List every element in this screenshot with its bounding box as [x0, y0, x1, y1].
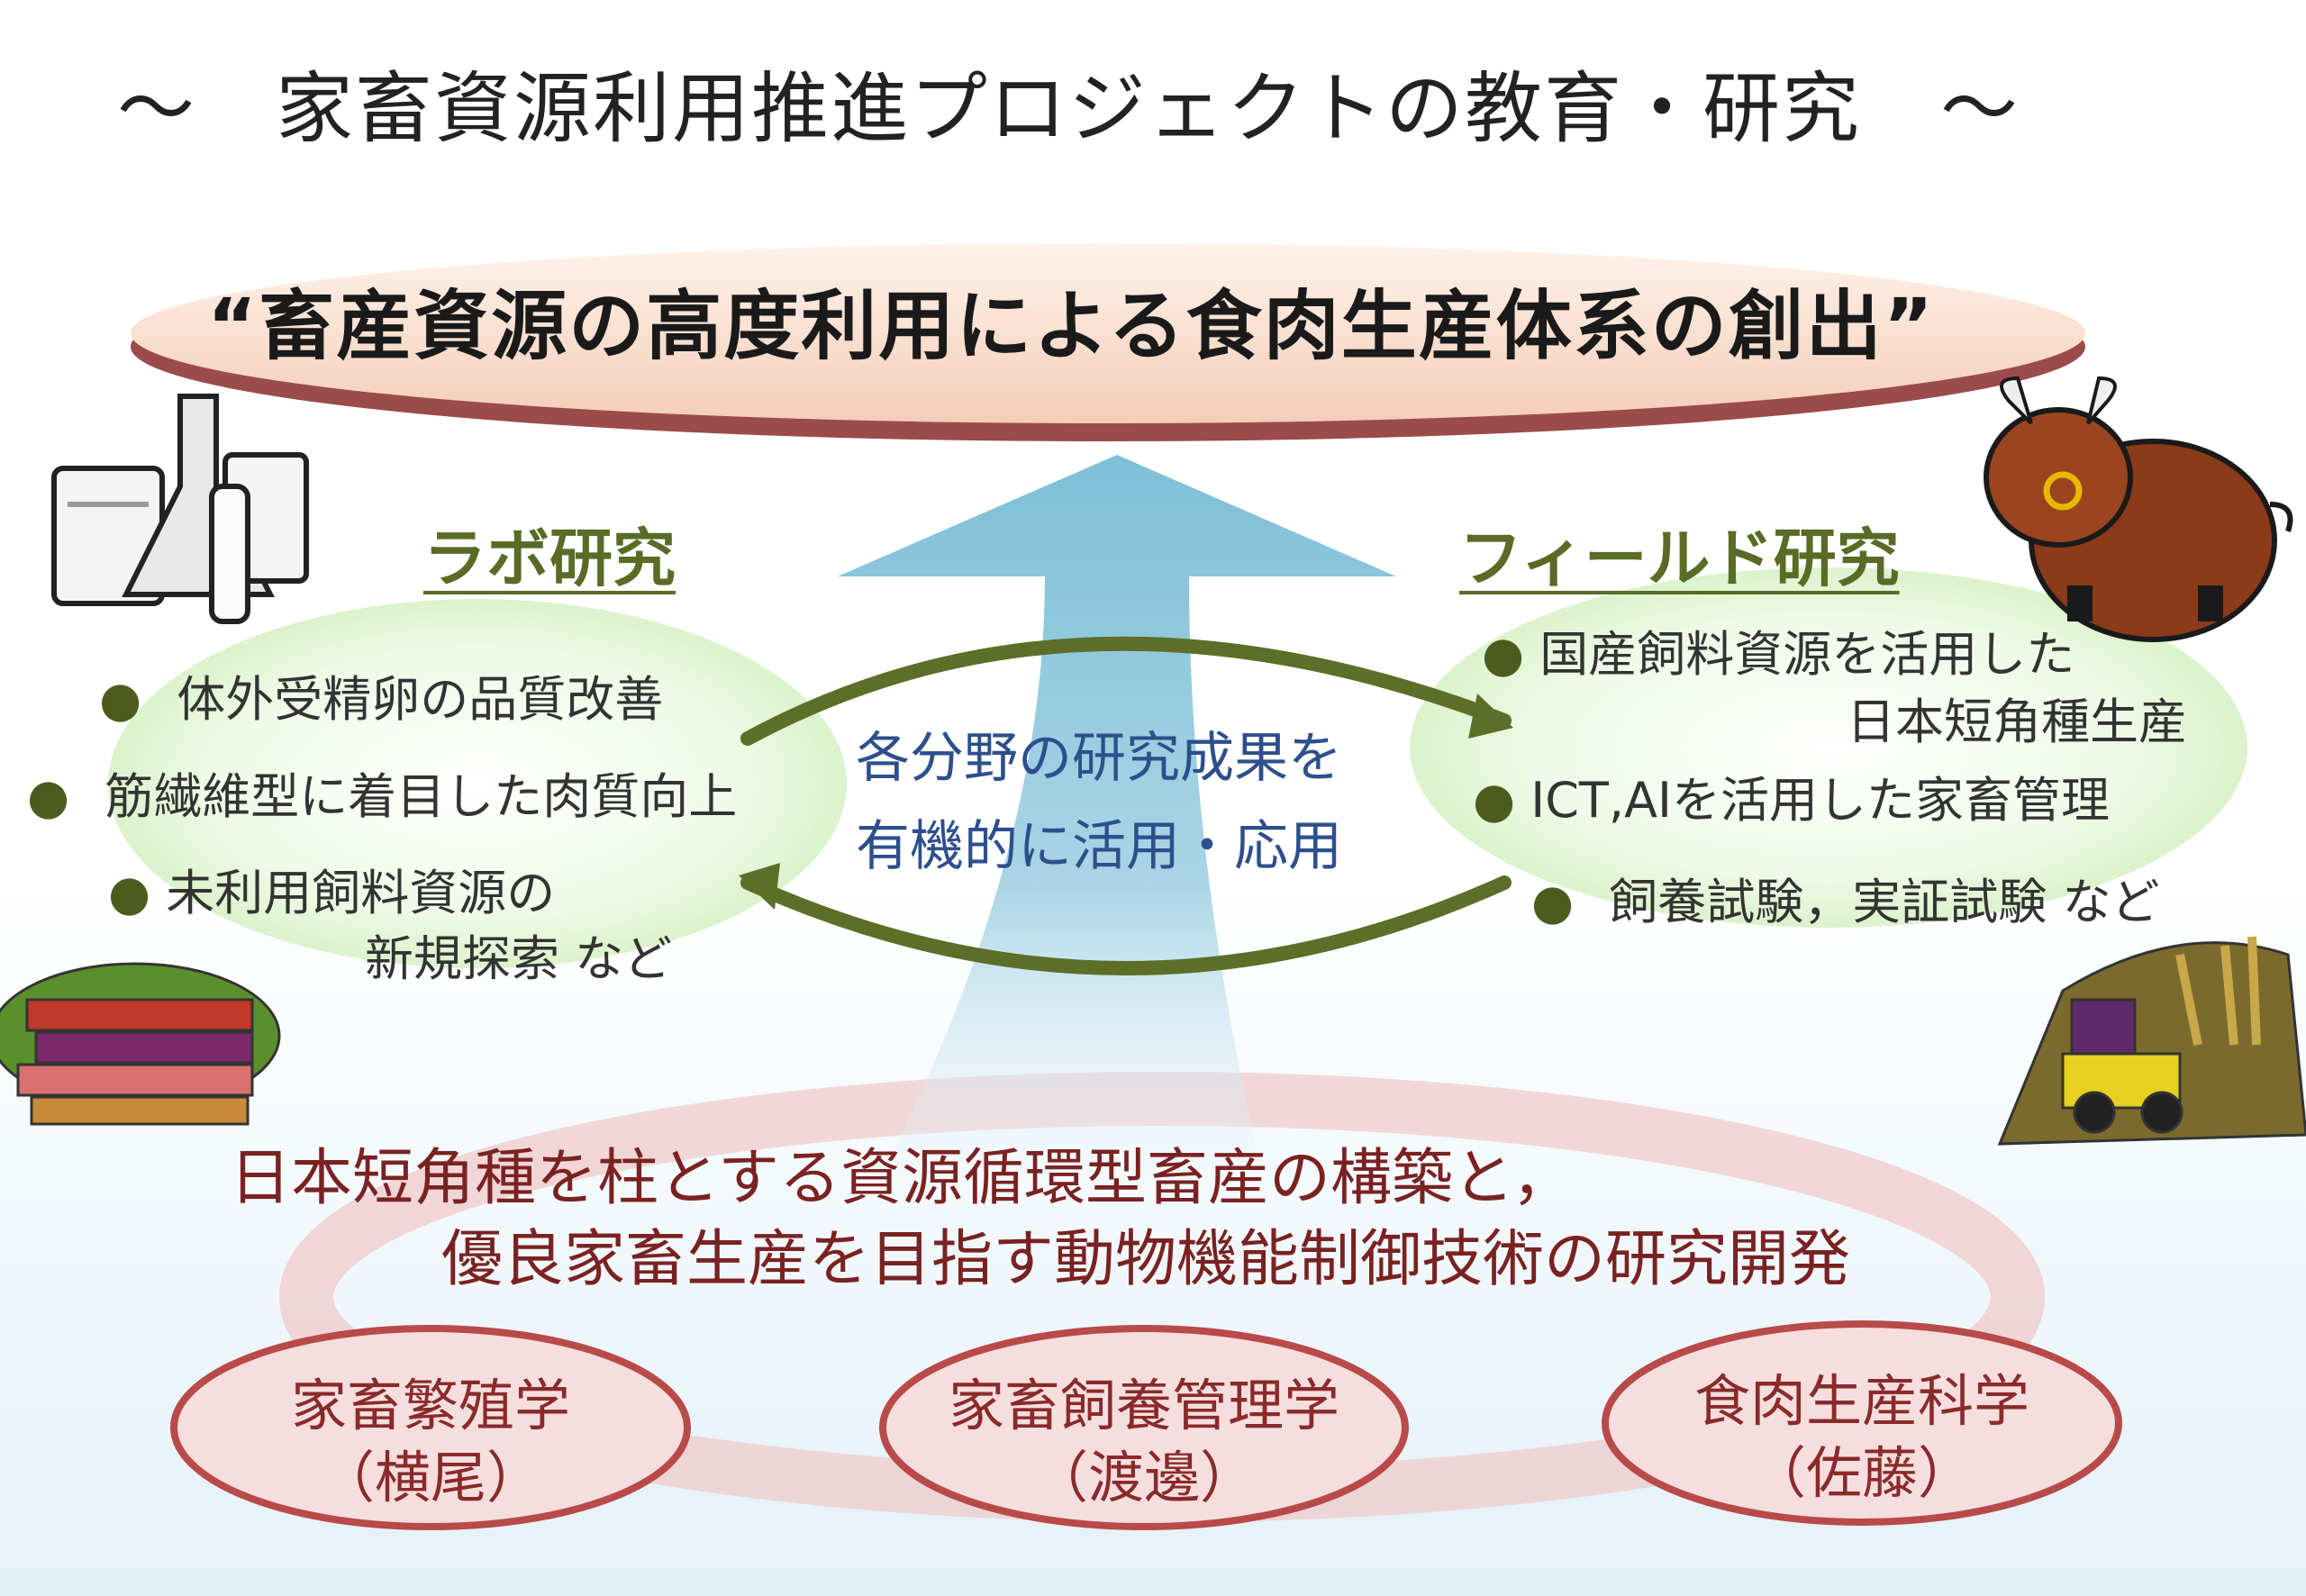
- lab-item-3-text: 未利用飼料資源の: [166, 865, 556, 921]
- field-item-2: ● ICT,AIを活用した家畜管理: [1473, 776, 2110, 825]
- lab-research-label: ラボ研究: [423, 521, 676, 595]
- field-3-person: （佐藤）: [1749, 1440, 1974, 1506]
- field-item-1-cont: 日本短角種生産: [1847, 694, 2187, 750]
- cow-icon: [1984, 376, 2293, 642]
- field-2-name: 家畜飼養管理学: [948, 1373, 1339, 1438]
- bullet-icon: ●: [108, 865, 151, 921]
- field-1-person: （横尾）: [318, 1445, 542, 1510]
- center-text-line-2: 有機的に活用・応用: [856, 815, 1342, 878]
- upward-arrow: [838, 455, 1396, 1171]
- field-item-1: ● 国産飼料資源を活用した: [1482, 630, 2074, 679]
- field-2-person: （渡邊）: [1031, 1445, 1256, 1510]
- field-3-name: 食肉生産科学: [1693, 1368, 2029, 1434]
- lab-item-3: ● 未利用飼料資源の: [108, 869, 555, 918]
- lab-item-1: ● 体外受精卵の品質改善: [99, 676, 663, 724]
- bullet-icon: ●: [1482, 626, 1525, 683]
- books-icon: [0, 962, 281, 1126]
- field-1-name: 家畜繁殖学: [290, 1373, 570, 1438]
- field-research-label: フィールド研究: [1459, 521, 1900, 595]
- lab-item-3-cont: 新規探索 など: [365, 930, 673, 987]
- field-item-3: ● 飼養試験，実証試験 など: [1531, 878, 2159, 927]
- field-item-3-text: 飼養試験，実証試験 など: [1609, 874, 2160, 930]
- goal-banner-text: “畜産資源の高度利用による食肉生産体系の創出”: [207, 282, 1935, 370]
- bullet-icon: ●: [1531, 874, 1575, 930]
- cycle-arrows-icon: [740, 636, 1512, 975]
- field-item-1-text: 国産飼料資源を活用した: [1539, 626, 2075, 683]
- field-oval-2: [879, 1325, 1409, 1530]
- lab-item-2: ● 筋繊維型に着目した肉質向上: [27, 773, 737, 821]
- farm-tractor-icon: [1997, 936, 2306, 1146]
- bullet-icon: ●: [99, 671, 142, 728]
- page-title: ～ 家畜資源利用推進プロジェクトの教育・研究 ～: [117, 64, 2020, 154]
- mission-line-2: 優良家畜生産を目指す動物機能制御技術の研究開発: [441, 1224, 1851, 1295]
- field-oval-1: [170, 1325, 691, 1530]
- lab-item-2-text: 筋繊維型に着目した肉質向上: [104, 768, 738, 825]
- field-item-2-text: ICT,AIを活用した家畜管理: [1530, 772, 2110, 829]
- bullet-icon: ●: [1473, 772, 1516, 829]
- field-bubble: [1410, 567, 2247, 928]
- mission-line-1: 日本短角種を柱とする資源循環型畜産の構築と，: [230, 1143, 1574, 1214]
- lab-bubble: [108, 599, 847, 968]
- banner-ellipse: [131, 243, 2085, 423]
- center-text-line-1: 各分野の研究成果を: [856, 727, 1342, 790]
- lab-glassware-icon: [51, 394, 309, 624]
- field-oval-3: [1602, 1320, 2122, 1526]
- bullet-icon: ●: [27, 768, 70, 825]
- lab-item-1-text: 体外受精卵の品質改善: [177, 671, 664, 728]
